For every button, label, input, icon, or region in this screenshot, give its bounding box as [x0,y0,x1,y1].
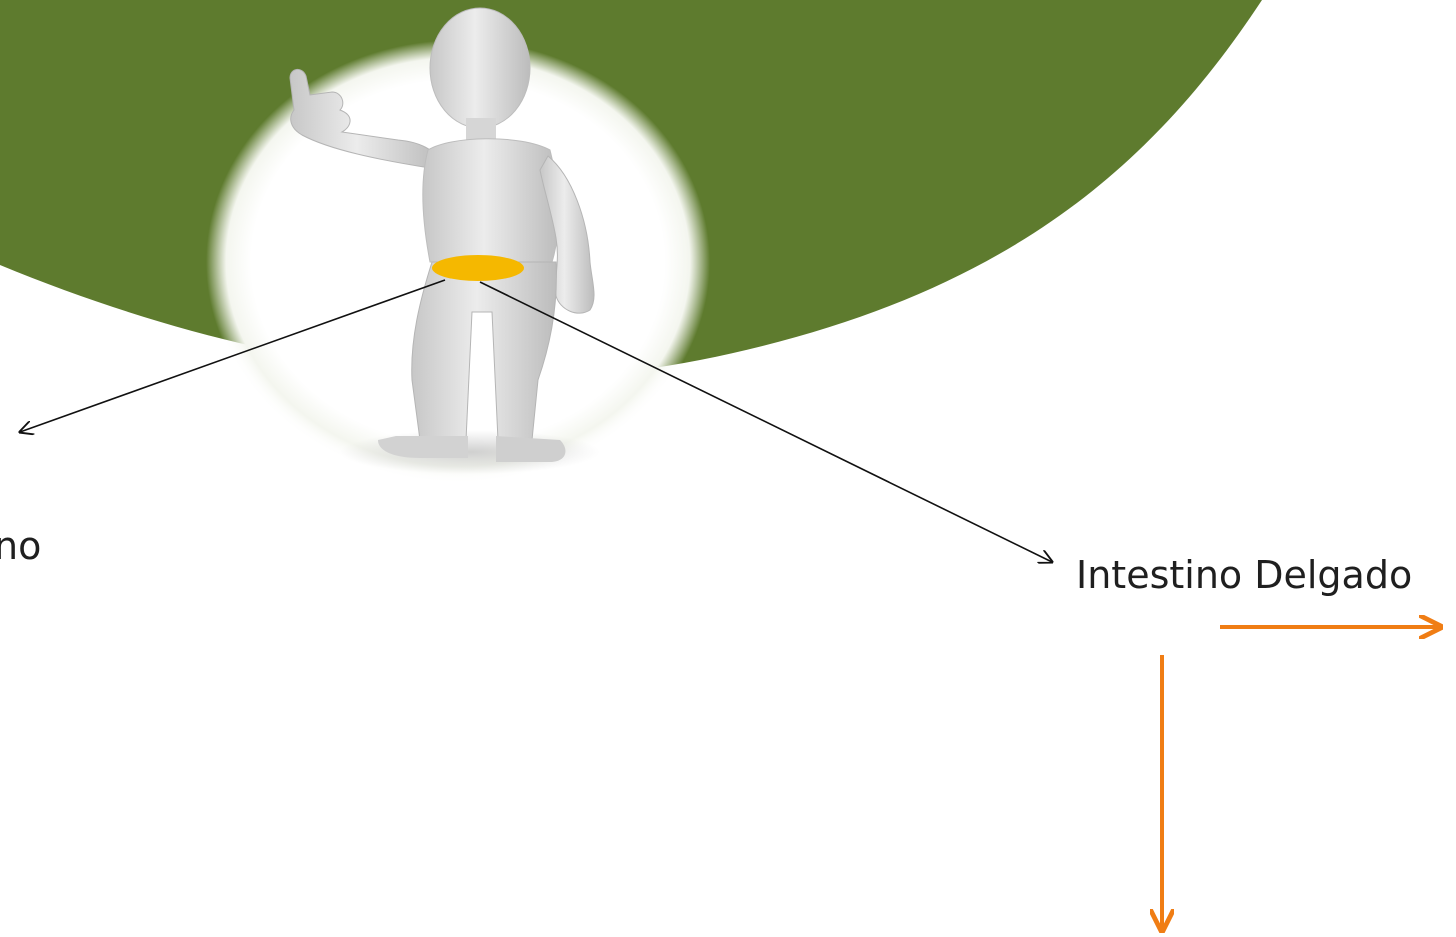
organ-highlight [432,255,524,281]
left-organ-label: no [0,527,41,565]
right-organ-label: Intestino Delgado [1076,556,1412,594]
